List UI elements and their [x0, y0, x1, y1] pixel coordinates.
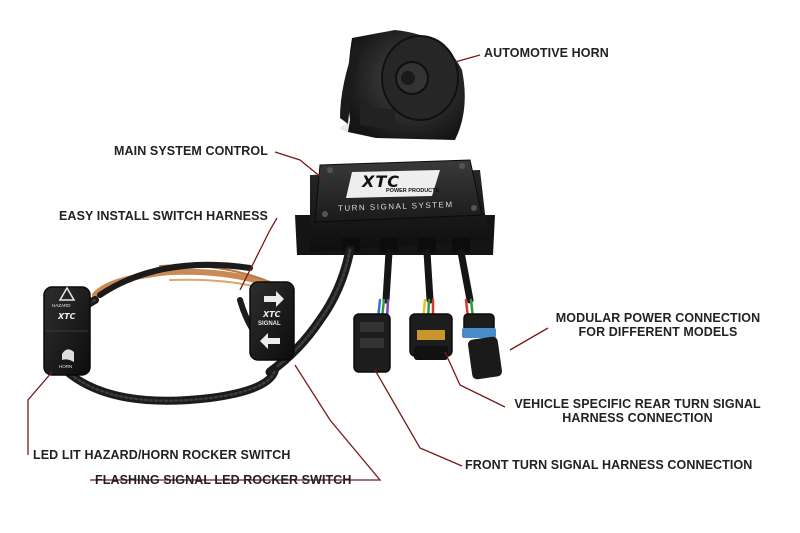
hazard-switch-bottom-label: HORN	[59, 364, 73, 369]
harness-connectors	[353, 313, 502, 380]
label-main-system-control: MAIN SYSTEM CONTROL	[114, 144, 268, 158]
label-flashing-signal-led: FLASHING SIGNAL LED ROCKER SWITCH	[95, 473, 352, 487]
device-sub-brand: POWER PRODUCTS	[386, 188, 440, 194]
label-automotive-horn: AUTOMOTIVE HORN	[484, 46, 609, 60]
label-vehicle-specific-line2: HARNESS CONNECTION	[562, 411, 713, 425]
label-modular-power-connection: MODULAR POWER CONNECTION FOR DIFFERENT M…	[548, 311, 768, 339]
hazard-switch-top-label: HAZARD	[52, 303, 71, 308]
signal-switch-brand: XTC	[263, 310, 281, 319]
hazard-horn-switch	[43, 286, 91, 376]
signal-switch	[249, 281, 295, 361]
automotive-horn	[340, 30, 465, 140]
label-modular-power-line1: MODULAR POWER CONNECTION	[555, 311, 761, 325]
device-brand-logo: XTC	[362, 172, 400, 191]
label-modular-power-line2: FOR DIFFERENT MODELS	[578, 325, 738, 339]
label-vehicle-specific-rear: VEHICLE SPECIFIC REAR TURN SIGNAL HARNES…	[505, 397, 770, 425]
label-led-lit-hazard-horn: LED LIT HAZARD/HORN ROCKER SWITCH	[33, 448, 291, 462]
control-module	[295, 159, 495, 255]
hazard-switch-brand: XTC	[58, 312, 76, 321]
signal-switch-label: SIGNAL	[258, 321, 281, 327]
label-vehicle-specific-line1: VEHICLE SPECIFIC REAR TURN SIGNAL	[514, 397, 761, 411]
leader-lines	[27, 54, 549, 481]
label-easy-install-switch-harness: EASY INSTALL SWITCH HARNESS	[59, 209, 268, 223]
label-front-turn-signal-harness: FRONT TURN SIGNAL HARNESS CONNECTION	[465, 458, 753, 472]
